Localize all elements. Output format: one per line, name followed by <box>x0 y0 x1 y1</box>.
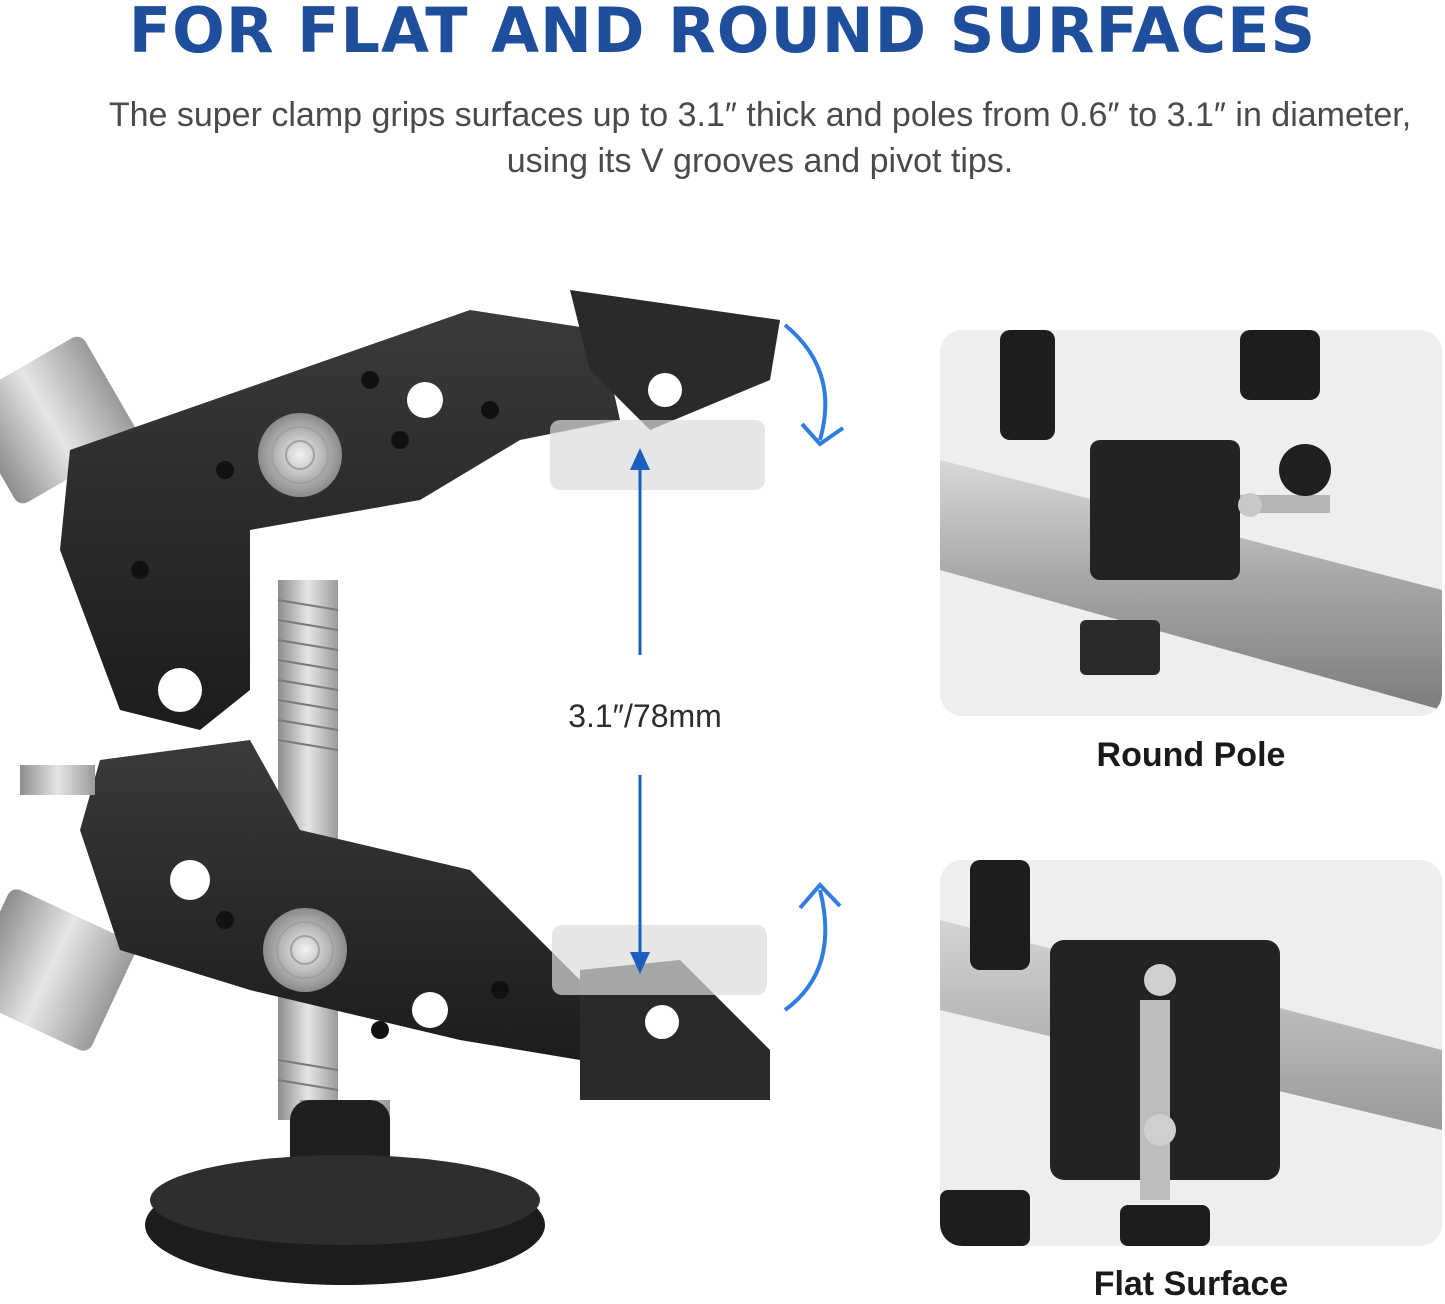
round-pole <box>940 460 1442 710</box>
super-clamp-illustration: NEEWER <box>0 270 900 1301</box>
headline: FOR FLAT AND ROUND SURFACES <box>128 0 1317 67</box>
flat-surface-photo <box>940 860 1442 1246</box>
upper-jaw <box>60 310 620 730</box>
description-line-2: using its V grooves and pivot tips. <box>506 142 1014 180</box>
jaw-opening-label: 3.1″/78mm <box>568 698 722 734</box>
mounted-clamp <box>1090 440 1240 580</box>
lower-jaw <box>80 740 600 1060</box>
upper-pivot-tip <box>570 290 780 430</box>
upper-pivot-ghost <box>550 420 765 490</box>
side-knob-lower <box>0 889 136 1051</box>
quarter-inch-screw <box>20 765 95 795</box>
round-pole-caption: Round Pole <box>1096 736 1286 774</box>
lower-pivot-ghost <box>552 925 767 995</box>
flat-surface-caption: Flat Surface <box>1093 1265 1289 1303</box>
lower-swirl-knob <box>263 908 347 992</box>
description-line-1: The super clamp grips surfaces up to 3.1… <box>108 96 1412 134</box>
pivot-rotate-arrow-bottom <box>783 889 828 1012</box>
brand-logo: NEEWER <box>274 519 401 582</box>
round-pole-photo <box>940 330 1442 716</box>
pivot-rotate-arrow-top <box>783 323 828 441</box>
upper-swirl-knob <box>258 413 342 497</box>
